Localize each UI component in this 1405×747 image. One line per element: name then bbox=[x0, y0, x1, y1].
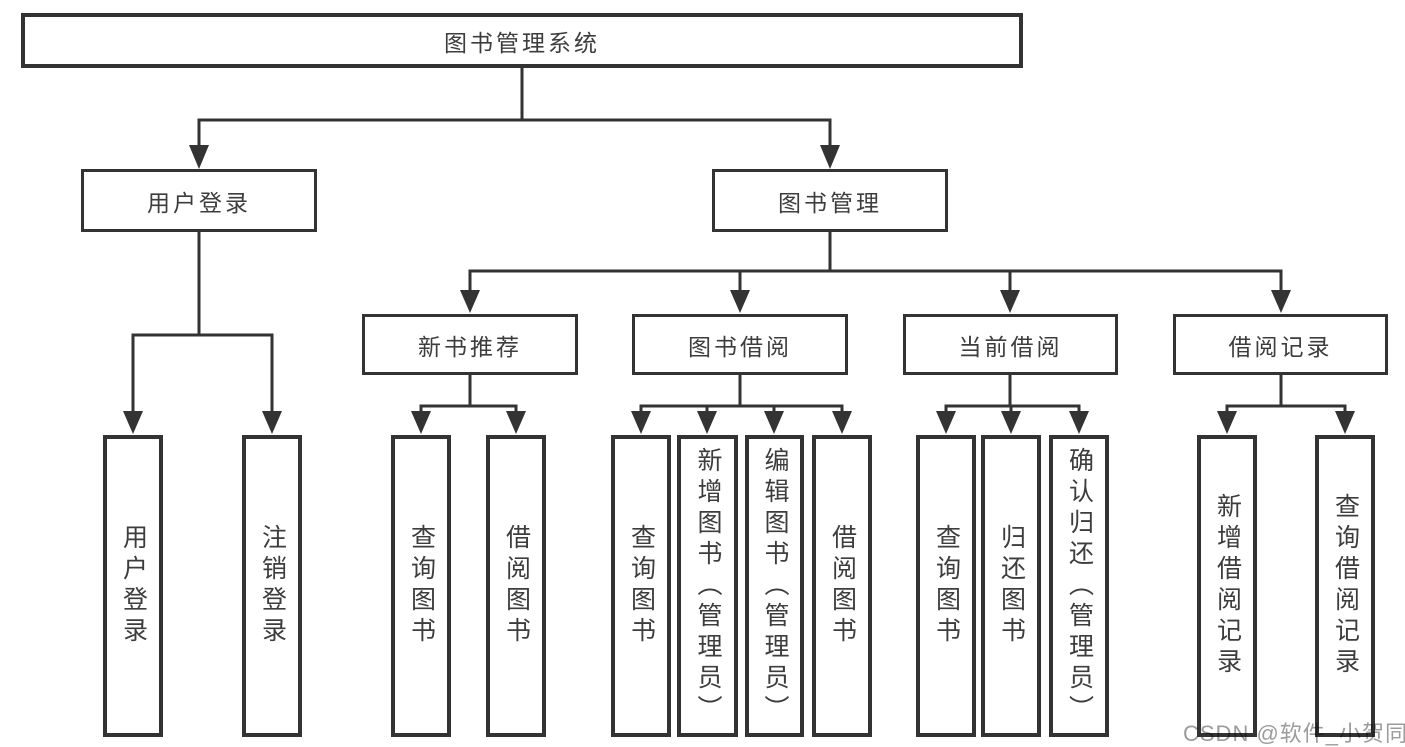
leaf-borrow-query-books-label: 查询图书 bbox=[627, 524, 656, 648]
leaf-logout-label: 注销登录 bbox=[258, 524, 287, 648]
node-user-login: 用户登录 bbox=[81, 169, 317, 232]
leaf-add-books-admin: 新增图书（管理员） bbox=[677, 435, 738, 737]
leaf-current-query-books: 查询图书 bbox=[916, 435, 976, 737]
leaf-borrow-books-label: 借阅图书 bbox=[828, 524, 857, 648]
node-current-borrow-label: 当前借阅 bbox=[958, 333, 1063, 360]
node-new-book-recommend: 新书推荐 bbox=[362, 314, 578, 375]
leaf-confirm-return-admin: 确认归还（管理员） bbox=[1049, 435, 1109, 737]
leaf-return-books: 归还图书 bbox=[981, 435, 1041, 737]
node-new-book-recommend-label: 新书推荐 bbox=[418, 333, 522, 360]
leaf-query-borrow-record: 查询借阅记录 bbox=[1315, 435, 1375, 737]
leaf-user-login: 用户登录 bbox=[103, 435, 163, 737]
node-root: 图书管理系统 bbox=[21, 13, 1023, 68]
node-book-management: 图书管理 bbox=[712, 169, 948, 232]
leaf-add-borrow-record: 新增借阅记录 bbox=[1197, 435, 1257, 737]
node-user-login-label: 用户登录 bbox=[147, 189, 251, 216]
leaf-borrow-query-books: 查询图书 bbox=[611, 435, 671, 737]
node-borrow-records-label: 借阅记录 bbox=[1228, 333, 1333, 360]
node-book-borrow-label: 图书借阅 bbox=[688, 333, 792, 360]
node-borrow-records: 借阅记录 bbox=[1173, 314, 1388, 375]
leaf-user-login-label: 用户登录 bbox=[119, 524, 148, 648]
leaf-recommend-query-books: 查询图书 bbox=[391, 435, 451, 737]
leaf-confirm-return-admin-label: 确认归还（管理员） bbox=[1065, 446, 1094, 726]
node-book-management-label: 图书管理 bbox=[778, 189, 882, 216]
csdn-watermark: CSDN @软件_小贺同学 bbox=[1183, 721, 1405, 746]
leaf-recommend-borrow-books: 借阅图书 bbox=[486, 435, 546, 737]
leaf-edit-books-admin: 编辑图书（管理员） bbox=[745, 435, 804, 737]
leaf-edit-books-admin-label: 编辑图书（管理员） bbox=[761, 446, 789, 726]
arrowhead-icons bbox=[123, 145, 1355, 434]
node-current-borrow: 当前借阅 bbox=[903, 314, 1118, 375]
leaf-current-query-books-label: 查询图书 bbox=[932, 524, 961, 648]
leaf-return-books-label: 归还图书 bbox=[997, 524, 1026, 648]
leaf-add-books-admin-label: 新增图书（管理员） bbox=[694, 446, 722, 726]
leaf-recommend-query-books-label: 查询图书 bbox=[407, 524, 436, 648]
leaf-add-borrow-record-label: 新增借阅记录 bbox=[1213, 493, 1242, 679]
node-book-borrow: 图书借阅 bbox=[632, 314, 848, 375]
leaf-logout: 注销登录 bbox=[242, 435, 302, 737]
leaf-query-borrow-record-label: 查询借阅记录 bbox=[1331, 493, 1360, 679]
leaf-borrow-books: 借阅图书 bbox=[812, 435, 872, 737]
leaf-recommend-borrow-books-label: 借阅图书 bbox=[502, 524, 531, 648]
node-root-label: 图书管理系统 bbox=[444, 29, 600, 56]
